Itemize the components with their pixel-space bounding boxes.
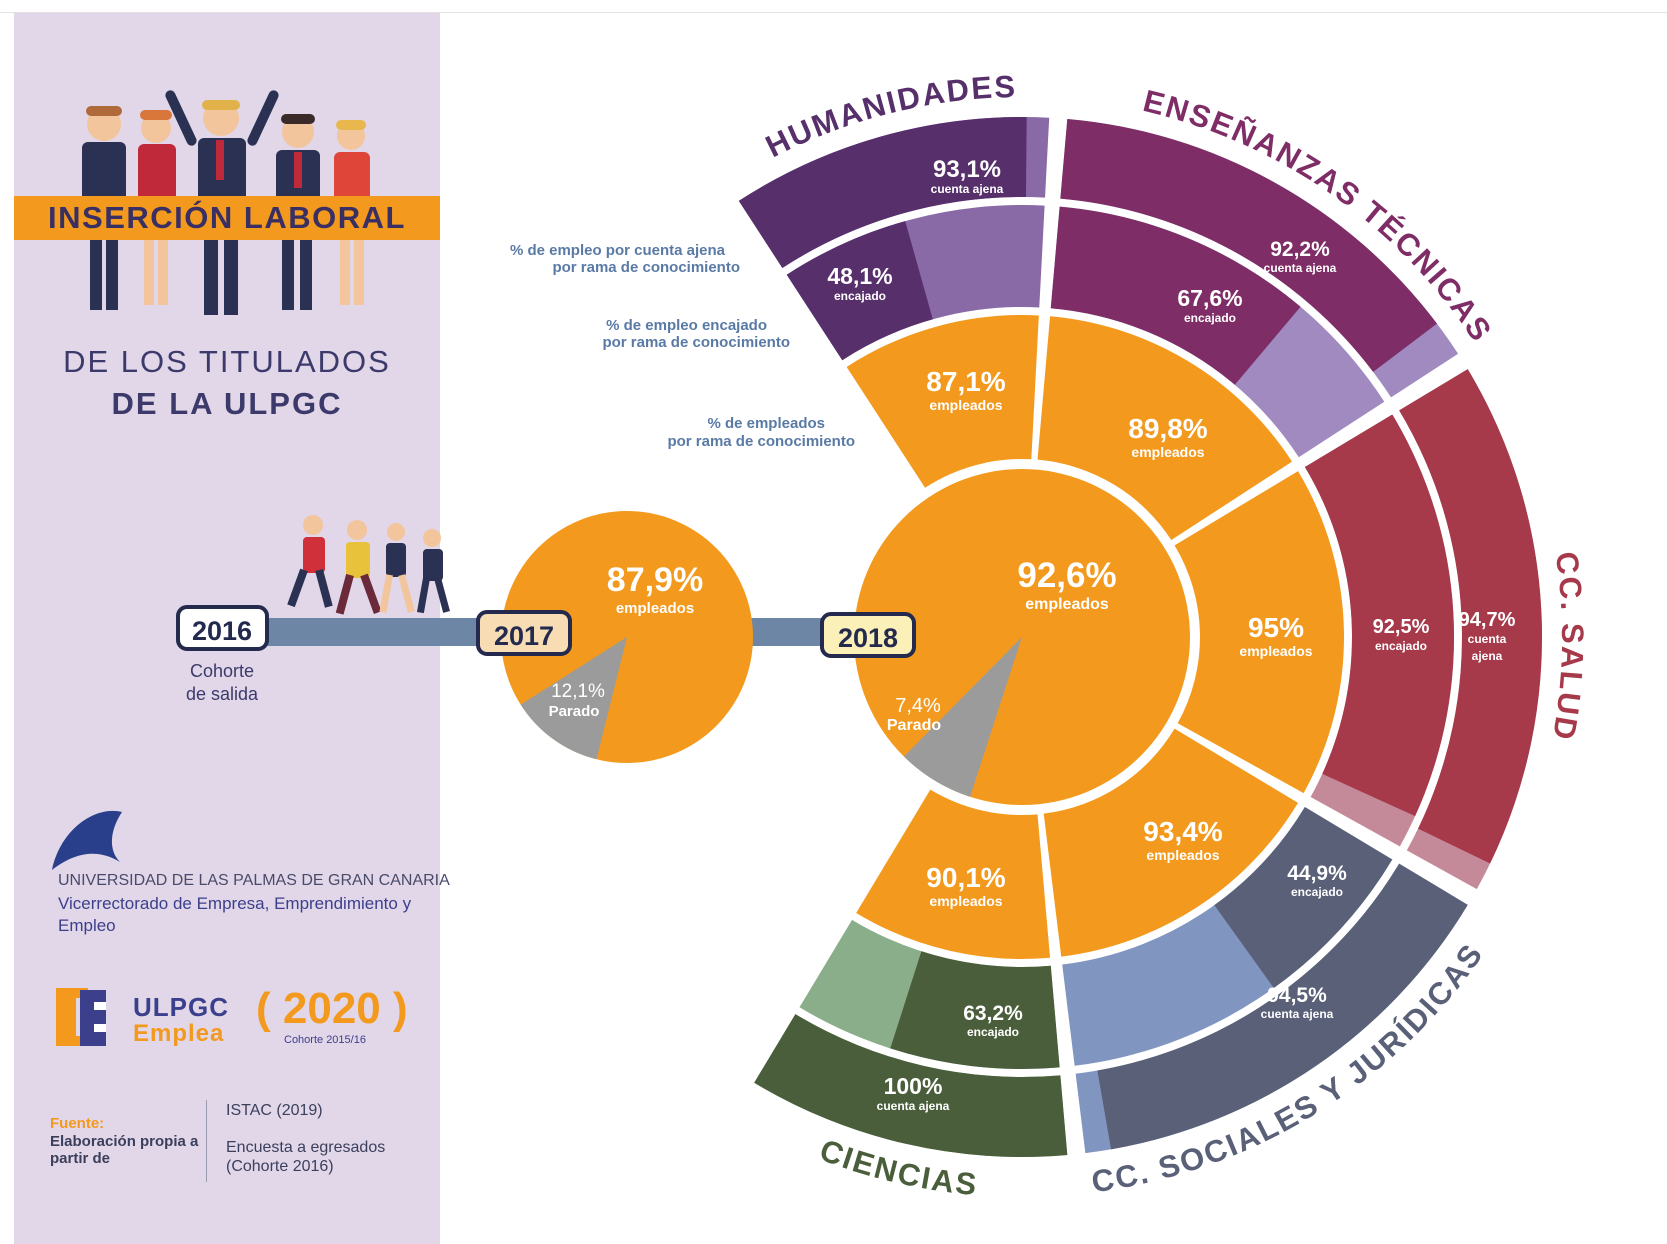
- sociales-encajado-fill: [1214, 806, 1393, 989]
- sociales-ajena-value: 94,5%: [1267, 984, 1327, 1007]
- pie-2018-parado-label: Parado: [887, 717, 941, 734]
- salud-encajado-value: 92,5%: [1373, 616, 1430, 638]
- sociales-ajena-fill: [1097, 863, 1468, 1150]
- ciencias-empleados-label: empleados: [929, 893, 1002, 909]
- humanidades-empleados-label: empleados: [929, 397, 1002, 413]
- humanidades-ajena-fill: [738, 116, 1027, 268]
- ciencias-encajado-value: 63,2%: [963, 1002, 1023, 1025]
- humanidades-encajado-value: 48,1%: [827, 263, 892, 289]
- ciencias-empleados-value: 90,1%: [926, 862, 1005, 893]
- salud-empleados-segment: [1174, 471, 1344, 794]
- brand-emplea: Emplea: [133, 1020, 225, 1047]
- legend-empleados-line2: por rama de conocimiento: [667, 433, 855, 450]
- tecnicas-encajado-value: 67,6%: [1177, 285, 1242, 311]
- salud-encajado-label: encajado: [1375, 639, 1427, 653]
- salud-empleados-label: empleados: [1239, 643, 1312, 659]
- pie-2017: [501, 511, 753, 763]
- ciencias-encajado-label: encajado: [967, 1025, 1019, 1039]
- sociales-ajena-label: cuenta ajena: [1261, 1007, 1334, 1021]
- year-2016-badge: 2016: [176, 605, 269, 651]
- pie-2017-parado-label: Parado: [549, 703, 600, 720]
- ciencias-empleados-segment: [856, 789, 1051, 959]
- subtitle-line-1: DE LOS TITULADOS: [63, 344, 391, 379]
- source-text: Elaboración propia a partir de: [50, 1133, 199, 1167]
- humanidades-ajena-label: cuenta ajena: [931, 182, 1004, 196]
- brand-cohort: Cohorte 2015/16: [284, 1034, 366, 1046]
- legend-encajado-line1: % de empleo encajado: [606, 317, 767, 334]
- year-2017-label: 2017: [494, 621, 554, 651]
- humanidades-ajena-value: 93,1%: [933, 156, 1001, 183]
- pie-2018-empleados-label: empleados: [1025, 596, 1109, 613]
- salud-ajena-value: 94,7%: [1459, 609, 1516, 631]
- source-divider: [206, 1100, 207, 1182]
- humanidades-empleados-value: 87,1%: [926, 366, 1005, 397]
- cohort-label-line2: de salida: [186, 684, 259, 704]
- pie-2017-parado-value: 12,1%: [551, 681, 605, 702]
- pie-2017-parado-slice: [520, 637, 627, 760]
- legend-encajado-line2: por rama de conocimiento: [602, 334, 790, 351]
- ciencias-ajena-label: cuenta ajena: [877, 1099, 950, 1113]
- legend-ajena-line2: por rama de conocimiento: [552, 259, 740, 276]
- branch-rings: [738, 116, 1542, 1157]
- pie-2018-empleados-value: 92,6%: [1017, 556, 1116, 595]
- salud-ajena-fill: [1399, 369, 1542, 864]
- salud-empleados-value: 95%: [1248, 612, 1304, 643]
- humanidades-encajado-label: encajado: [834, 289, 886, 303]
- ciencias-ajena-value: 100%: [884, 1073, 943, 1099]
- source-label: Fuente:: [50, 1115, 105, 1132]
- tecnicas-ajena-fill: [1060, 118, 1437, 372]
- pie-2018: [854, 469, 1190, 805]
- source-istac: ISTAC (2019): [226, 1102, 323, 1119]
- subtitle-line-2: DE LA ULPGC: [111, 386, 343, 421]
- brand-ulpgc: ULPGC: [133, 992, 229, 1022]
- top-border: [0, 0, 1667, 13]
- year-2018-label: 2018: [838, 623, 898, 653]
- tecnicas-ajena-value: 92,2%: [1270, 238, 1330, 261]
- pie-2017-empleados-value: 87,9%: [607, 561, 703, 599]
- sociales-empleados-value: 93,4%: [1143, 816, 1222, 847]
- pie-2018-parado-value: 7,4%: [895, 695, 941, 717]
- source-survey: Encuesta a egresados (Cohorte 2016): [226, 1139, 386, 1175]
- year-2016-label: 2016: [192, 616, 252, 646]
- ciencias-ajena-fill: [754, 1014, 1068, 1157]
- year-2017-badge: 2017: [476, 610, 572, 656]
- salud-encajado-fill: [1304, 414, 1454, 817]
- university-name: UNIVERSIDAD DE LAS PALMAS DE GRAN CANARI…: [58, 872, 450, 889]
- pie-2017-empleados-label: empleados: [616, 600, 694, 617]
- tecnicas-ajena-label: cuenta ajena: [1264, 261, 1337, 275]
- humanidades-encajado-fill: [786, 221, 933, 361]
- tecnicas-encajado-label: encajado: [1184, 311, 1236, 325]
- branch-ring-labels: 93,1% cuenta ajena 48,1% encajado 87,1% …: [827, 156, 1515, 1113]
- brand-year: ( 2020 ): [256, 984, 408, 1033]
- sociales-empleados-segment: [1043, 728, 1299, 957]
- title-band: INSERCIÓN LABORAL: [14, 196, 440, 240]
- humanidades-empleados-segment: [846, 315, 1039, 488]
- cohort-label-line1: Cohorte: [190, 661, 254, 681]
- vicerrectorado-name: Vicerrectorado de Empresa, Emprendimient…: [58, 894, 412, 935]
- salud-ajena-label-2: ajena: [1472, 649, 1503, 663]
- year-2018-badge: 2018: [820, 612, 916, 658]
- tecnicas-empleados-label: empleados: [1131, 444, 1204, 460]
- legend-ajena-line1: % de empleo por cuenta ajena: [510, 242, 726, 259]
- tecnicas-empleados-value: 89,8%: [1128, 413, 1207, 444]
- page-title: INSERCIÓN LABORAL: [48, 200, 406, 235]
- legend-empleados-line1: % de empleados: [707, 415, 825, 432]
- ciencias-encajado-fill: [890, 951, 1060, 1069]
- salud-name: CC. SALUD: [1545, 550, 1590, 744]
- sociales-encajado-value: 44,9%: [1287, 862, 1347, 885]
- sociales-empleados-label: empleados: [1146, 847, 1219, 863]
- tecnicas-encajado-fill: [1050, 206, 1301, 385]
- pie-2018-parado-slice: [903, 637, 1022, 797]
- salud-ajena-label-1: cuenta: [1468, 632, 1507, 646]
- tecnicas-empleados-segment: [1037, 316, 1293, 541]
- sociales-encajado-label: encajado: [1291, 885, 1343, 899]
